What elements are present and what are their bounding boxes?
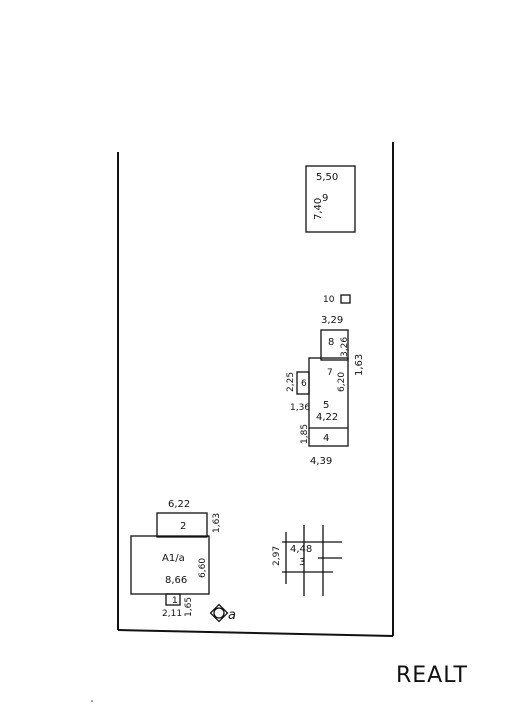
building-7-height: 6,20 <box>337 372 347 392</box>
building-2-height: 1,63 <box>212 513 222 533</box>
building-8: 3,29 8 3,26 <box>320 315 350 361</box>
building-7-number: 7 <box>327 368 333 378</box>
building-8-height: 3,26 <box>340 337 350 357</box>
corner-dot <box>91 700 93 702</box>
building-9-height: 7,40 <box>313 198 324 220</box>
porch-height: 1,65 <box>184 597 194 617</box>
well: а <box>209 603 236 623</box>
building-5-number: 5 <box>323 400 329 411</box>
building-3-height: 2,97 <box>272 546 282 566</box>
building-10: 10 <box>323 294 351 305</box>
building-6-number: 6 <box>301 379 307 389</box>
building-7-5-4: 7 6,20 1,63 5 4,22 1,36 4 1,85 4,39 <box>290 354 365 467</box>
building-9-number: 9 <box>322 193 328 204</box>
building-6-height: 2,25 <box>286 372 296 392</box>
building-2-number: 2 <box>180 521 186 532</box>
building-6: 6 2,25 <box>286 371 310 395</box>
porch-number: 1 <box>172 596 178 606</box>
building-10-number: 10 <box>323 295 335 305</box>
main-house-height: 6,60 <box>198 558 208 578</box>
main-house-width: 8,66 <box>165 575 187 586</box>
building-2-width: 6,22 <box>168 499 190 510</box>
building-3: 4,48 3 2,97 <box>272 525 342 596</box>
building-4-width: 4,39 <box>310 456 332 467</box>
porch-width: 2,11 <box>162 609 182 619</box>
porch: 1 2,11 1,65 <box>162 593 194 619</box>
main-house-number: А1/а <box>162 553 185 564</box>
building-4-height: 1,85 <box>300 424 310 444</box>
building-8-number: 8 <box>328 337 334 348</box>
building-4-number: 4 <box>323 433 329 444</box>
building-9-width: 5,50 <box>316 172 338 183</box>
building-3-number: 3 <box>299 557 305 568</box>
building-9: 5,50 7,40 9 <box>305 165 356 233</box>
right-height: 1,63 <box>354 354 365 376</box>
building-2: 6,22 2 1,63 <box>156 499 222 538</box>
plot-boundary <box>117 142 394 637</box>
main-house: А1/а 8,66 6,60 <box>130 535 210 595</box>
building-8-width: 3,29 <box>321 315 343 326</box>
building-5-depth: 4,22 <box>316 412 338 423</box>
well-label: а <box>228 608 236 623</box>
building-5-width: 1,36 <box>290 403 310 413</box>
building-3-width: 4,48 <box>290 544 312 555</box>
watermark: REALT <box>396 663 468 688</box>
